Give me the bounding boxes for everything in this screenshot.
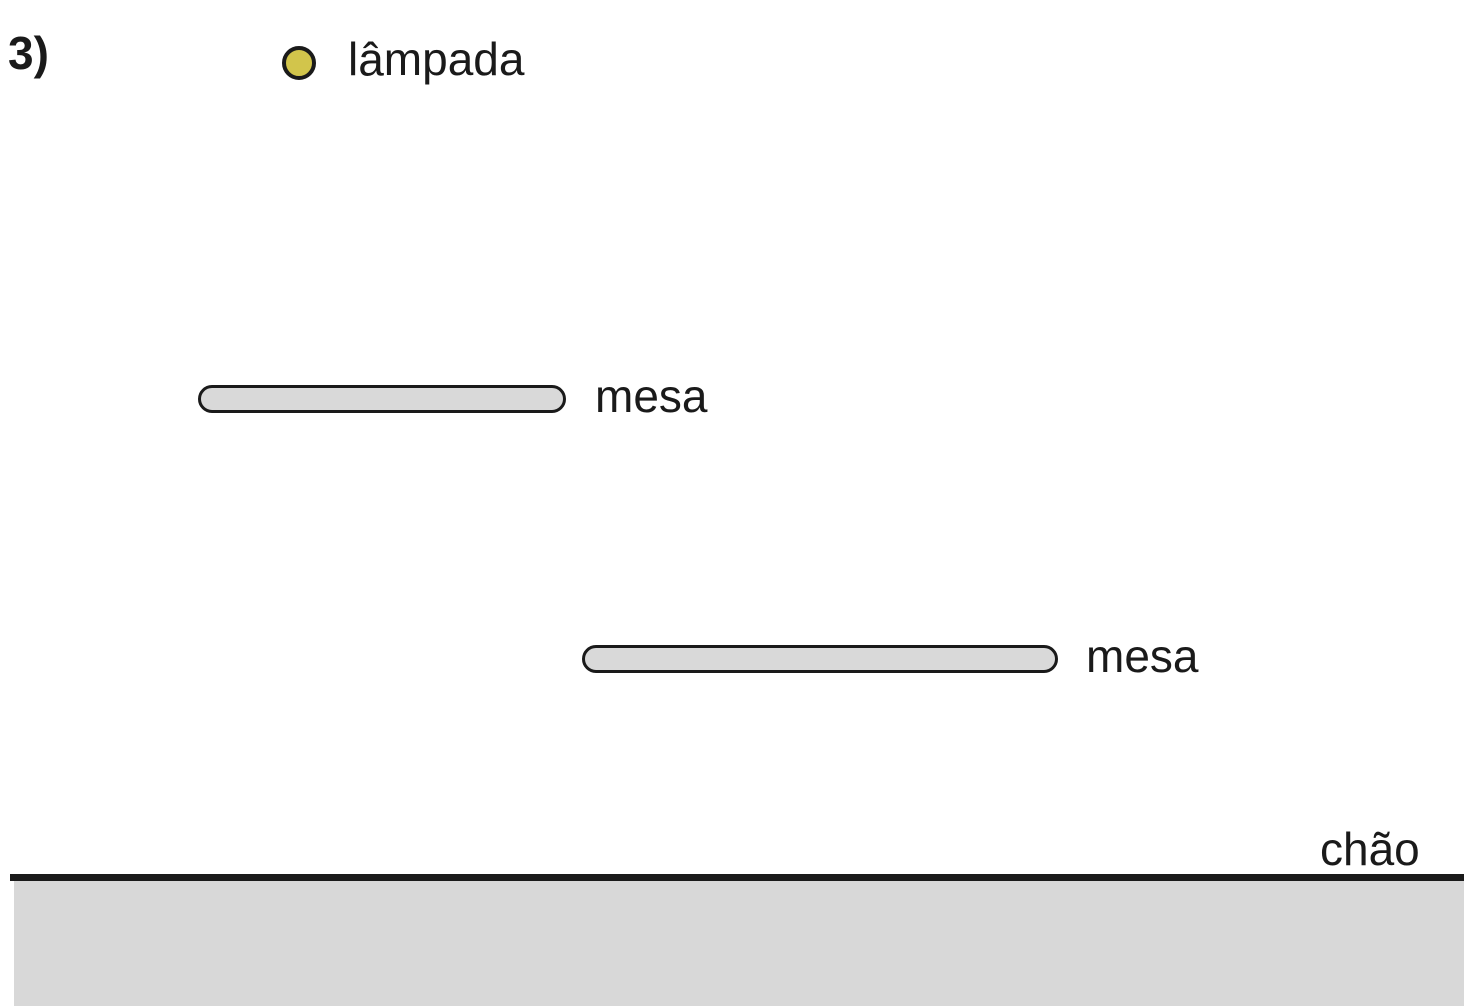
table-top-shape xyxy=(198,385,566,413)
floor-label: chão xyxy=(1320,823,1420,875)
lamp-label: lâmpada xyxy=(348,33,525,85)
floor-ground xyxy=(14,881,1464,1006)
table-bottom-shape xyxy=(582,645,1058,673)
table-bottom-label: mesa xyxy=(1086,630,1199,682)
question-number: 3) xyxy=(8,27,49,79)
table-top-label: mesa xyxy=(595,370,708,422)
floor-line xyxy=(10,874,1464,881)
lamp-icon xyxy=(282,46,316,80)
